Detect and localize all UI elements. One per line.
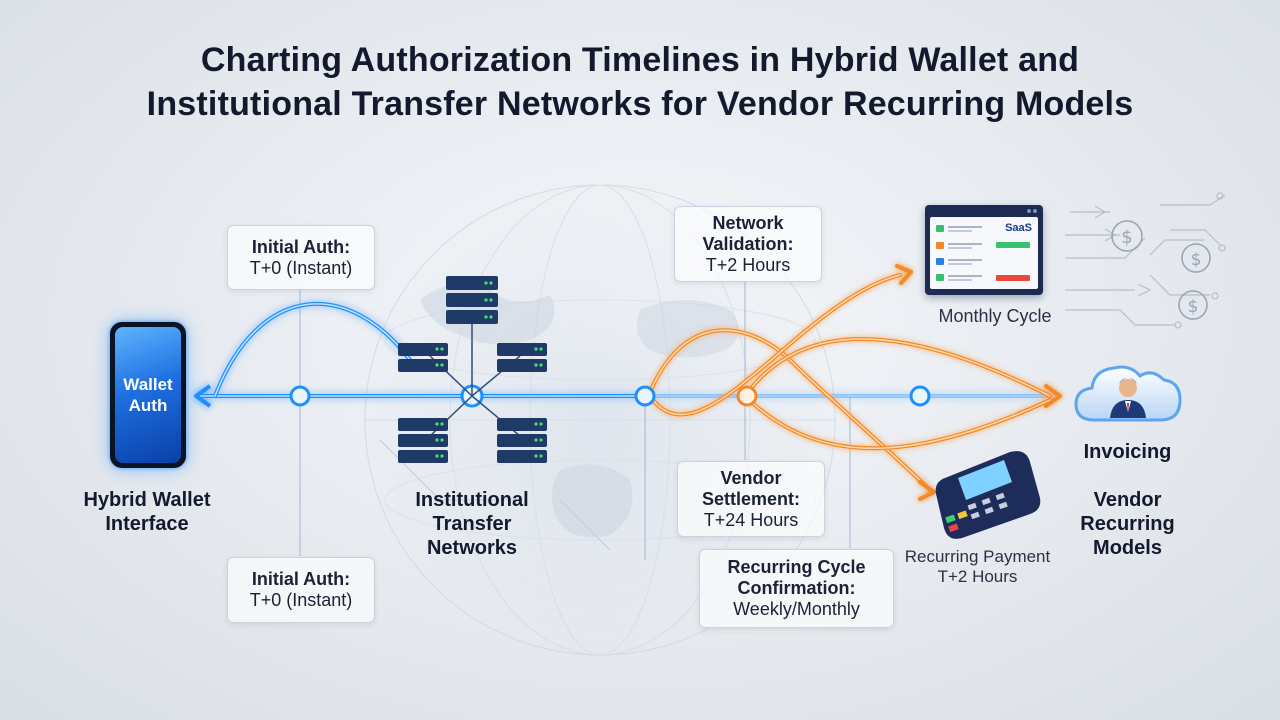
label-invoicing: Invoicing bbox=[1083, 441, 1172, 463]
node-initial-auth bbox=[289, 385, 311, 407]
saas-window-content: SaaS bbox=[930, 217, 1038, 289]
label-monthly-cycle: Monthly Cycle bbox=[938, 306, 1052, 326]
card-connectors bbox=[299, 282, 851, 560]
card-vendor-settlement-line3: T+24 Hours bbox=[703, 509, 799, 530]
card-terminal-icon bbox=[935, 451, 1041, 539]
card-initial-auth-bottom-line2: T+0 (Instant) bbox=[249, 590, 353, 610]
label-institutional-line1: Institutional bbox=[415, 489, 529, 511]
phone-screen: Wallet Auth bbox=[115, 327, 181, 463]
card-vendor-settlement-line2: Settlement: bbox=[701, 488, 800, 509]
svg-text:$: $ bbox=[1188, 297, 1199, 317]
card-vendor-settlement-line1: Vendor bbox=[720, 467, 782, 488]
phone-label-line2: Auth bbox=[128, 396, 168, 415]
saas-window-icon: SaaS bbox=[925, 205, 1043, 295]
saas-titlebar bbox=[1027, 209, 1037, 213]
label-institutional-line2: Transfer bbox=[432, 513, 512, 535]
title-line-1: Charting Authorization Timelines in Hybr… bbox=[200, 41, 1080, 79]
card-recurring-confirmation-line3: Weekly/Monthly bbox=[733, 599, 860, 619]
phone-label-line1: Wallet bbox=[123, 375, 173, 394]
node-network bbox=[634, 385, 656, 407]
blue-authorization-flow bbox=[194, 301, 1050, 408]
label-recurring-payment: Recurring Payment T+2 Hours bbox=[885, 547, 1070, 587]
label-vendor-models: Vendor Recurring Models bbox=[1055, 488, 1200, 560]
saas-rows bbox=[936, 225, 1030, 281]
cloud-user-icon bbox=[1072, 360, 1184, 426]
svg-text:$: $ bbox=[1191, 250, 1202, 270]
card-network-validation-line2: Validation: bbox=[702, 233, 794, 254]
label-institutional-networks: Institutional Transfer Networks bbox=[392, 488, 552, 560]
page-title: Charting Authorization Timelines in Hybr… bbox=[0, 38, 1280, 126]
saas-tag: SaaS bbox=[1005, 222, 1032, 234]
label-recurring-payment-line2: T+2 Hours bbox=[937, 567, 1018, 586]
node-vendor bbox=[736, 385, 758, 407]
svg-text:$: $ bbox=[1121, 227, 1132, 248]
card-initial-auth-top: Initial Auth: T+0 (Instant) bbox=[227, 225, 375, 290]
card-network-validation: Network Validation: T+2 Hours bbox=[674, 206, 822, 282]
node-recurring bbox=[909, 385, 931, 407]
card-initial-auth-bottom: Initial Auth: T+0 (Instant) bbox=[227, 557, 375, 623]
label-recurring-payment-line1: Recurring Payment bbox=[904, 547, 1051, 566]
card-network-validation-line1: Network bbox=[712, 212, 784, 233]
card-recurring-confirmation-line2: Confirmation: bbox=[737, 578, 856, 598]
smartphone-icon: Wallet Auth bbox=[110, 322, 186, 468]
label-vendor-models-line2: Recurring bbox=[1080, 513, 1175, 535]
card-recurring-confirmation-line1: Recurring Cycle bbox=[727, 557, 866, 577]
title-line-2: Institutional Transfer Networks for Vend… bbox=[146, 85, 1134, 123]
label-institutional-line3: Networks bbox=[426, 537, 518, 559]
card-initial-auth-top-line1: Initial Auth: bbox=[251, 236, 351, 257]
label-hybrid-wallet: Hybrid Wallet Interface bbox=[62, 488, 232, 536]
label-hybrid-wallet-line1: Hybrid Wallet bbox=[83, 489, 211, 511]
dollar-icon: $ $ $ bbox=[1111, 220, 1211, 320]
card-vendor-settlement: Vendor Settlement: T+24 Hours bbox=[677, 461, 825, 537]
server-icon bbox=[398, 276, 547, 463]
card-recurring-confirmation: Recurring Cycle Confirmation: Weekly/Mon… bbox=[699, 549, 894, 628]
label-vendor-models-line3: Models bbox=[1093, 537, 1162, 559]
label-vendor-models-line1: Vendor bbox=[1093, 489, 1162, 511]
label-hybrid-wallet-line2: Interface bbox=[105, 513, 189, 535]
card-network-validation-line3: T+2 Hours bbox=[705, 254, 791, 275]
orange-settlement-flow bbox=[648, 264, 1062, 501]
card-initial-auth-bottom-line1: Initial Auth: bbox=[251, 569, 351, 589]
card-initial-auth-top-line2: T+0 (Instant) bbox=[249, 257, 353, 278]
